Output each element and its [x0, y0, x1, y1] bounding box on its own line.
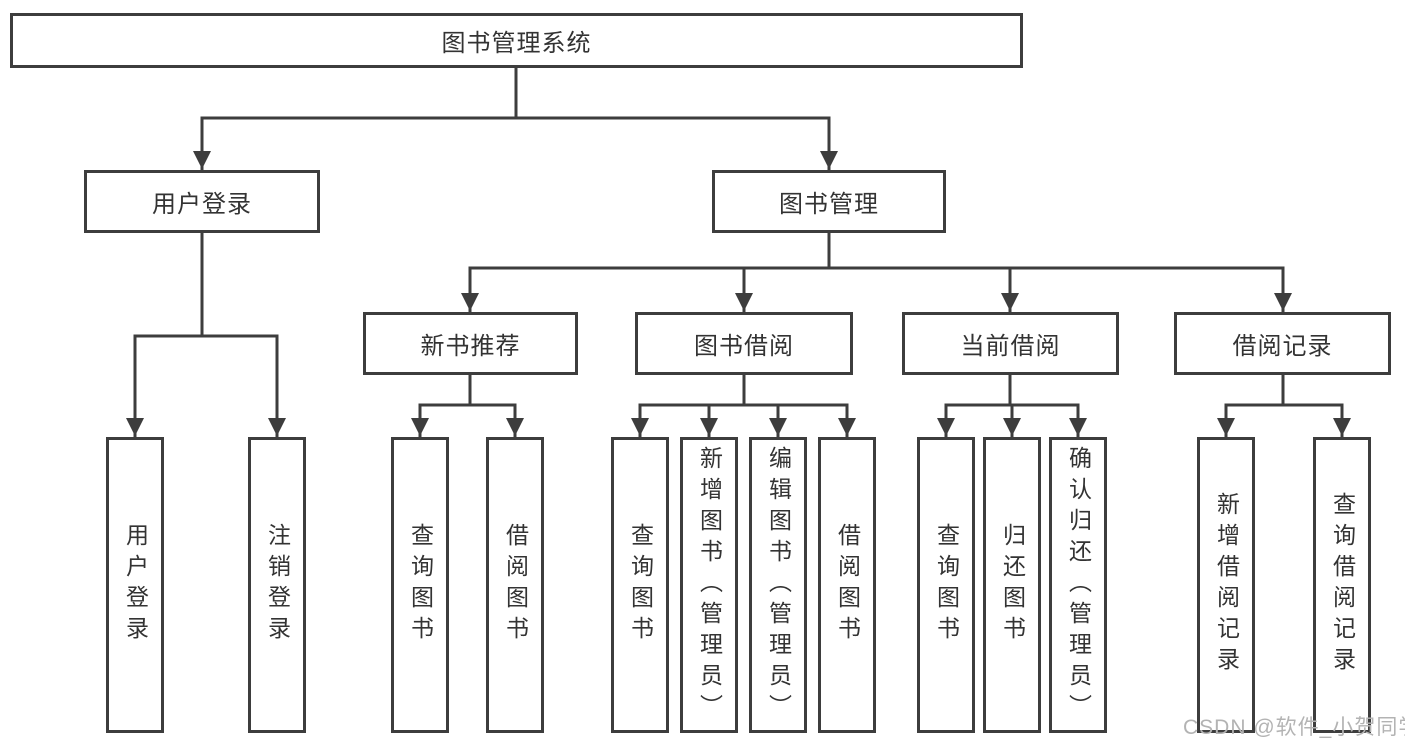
node-book-management: 图书管理 — [712, 170, 946, 233]
leaf-br-query-record-label: 查询借阅记录 — [1329, 492, 1356, 678]
watermark: CSDN @软件_小贺同学 — [1183, 716, 1405, 739]
leaf-bb-edit-books: 编辑图书（管理员） — [749, 437, 807, 733]
leaf-cb-query-books: 查询图书 — [917, 437, 975, 733]
leaf-logout: 注销登录 — [248, 437, 306, 733]
leaf-bb-query-books: 查询图书 — [611, 437, 669, 733]
leaf-nb-borrow-books-label: 借阅图书 — [502, 523, 529, 647]
leaf-br-add-record: 新增借阅记录 — [1197, 437, 1255, 733]
leaf-user-login-label: 用户登录 — [122, 523, 149, 647]
node-user-login-label: 用户登录 — [152, 191, 252, 218]
node-book-borrow: 图书借阅 — [635, 312, 853, 375]
node-current-borrow-label: 当前借阅 — [960, 333, 1061, 360]
node-book-borrow-label: 图书借阅 — [694, 333, 794, 360]
node-borrow-records: 借阅记录 — [1174, 312, 1391, 375]
node-book-management-label: 图书管理 — [779, 191, 879, 218]
leaf-br-query-record: 查询借阅记录 — [1313, 437, 1371, 733]
node-new-book-recommend-label: 新书推荐 — [420, 333, 521, 360]
leaf-bb-edit-books-label: 编辑图书（管理员） — [765, 445, 792, 725]
node-user-login: 用户登录 — [84, 170, 320, 233]
leaf-user-login: 用户登录 — [106, 437, 164, 733]
node-current-borrow: 当前借阅 — [902, 312, 1119, 375]
node-root: 图书管理系统 — [10, 13, 1023, 68]
leaf-bb-add-books-label: 新增图书（管理员） — [696, 445, 723, 725]
leaf-cb-confirm-return-label: 确认归还（管理员） — [1065, 445, 1092, 725]
node-root-label: 图书管理系统 — [441, 30, 592, 57]
leaf-br-add-record-label: 新增借阅记录 — [1213, 492, 1240, 678]
leaf-cb-confirm-return: 确认归还（管理员） — [1049, 437, 1107, 733]
leaf-nb-query-books: 查询图书 — [391, 437, 449, 733]
leaf-bb-borrow-books-label: 借阅图书 — [834, 523, 861, 647]
leaf-bb-add-books: 新增图书（管理员） — [680, 437, 738, 733]
leaf-logout-label: 注销登录 — [264, 523, 291, 647]
leaf-cb-query-books-label: 查询图书 — [933, 523, 960, 647]
leaf-nb-borrow-books: 借阅图书 — [486, 437, 544, 733]
leaf-bb-borrow-books: 借阅图书 — [818, 437, 876, 733]
leaf-cb-return-books: 归还图书 — [983, 437, 1041, 733]
leaf-cb-return-books-label: 归还图书 — [999, 523, 1026, 647]
leaf-bb-query-books-label: 查询图书 — [627, 523, 654, 647]
node-borrow-records-label: 借阅记录 — [1232, 333, 1333, 360]
leaf-nb-query-books-label: 查询图书 — [407, 523, 434, 647]
node-new-book-recommend: 新书推荐 — [363, 312, 578, 375]
